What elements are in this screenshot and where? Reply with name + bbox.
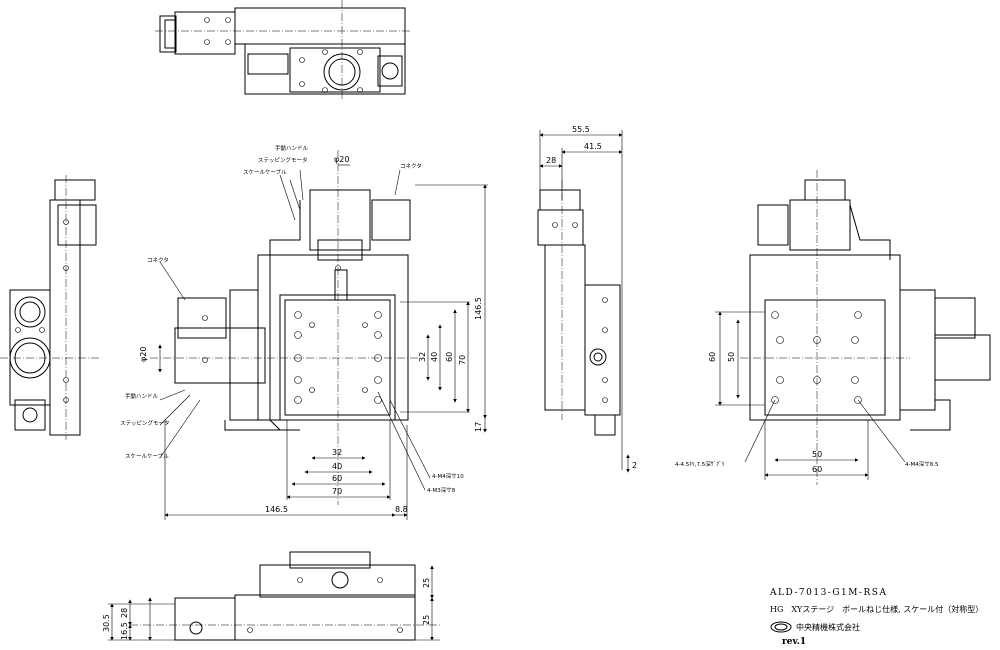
- dim-60-horizontal: 60: [332, 474, 342, 483]
- label-connector: コネクタ: [400, 162, 422, 170]
- dim-17: 17: [474, 422, 483, 432]
- right-view: [715, 170, 991, 485]
- dim-70-horizontal: 70: [332, 487, 342, 496]
- bottom-view: [108, 551, 440, 641]
- dim-phi20-top: φ20: [334, 155, 349, 164]
- label-m4-depth8-5: 4-M4深サ8.5: [905, 460, 939, 468]
- dim-25-a: 25: [422, 578, 431, 588]
- dim-40-horizontal: 40: [332, 462, 342, 471]
- label-counterbore: 4-4.5ｷﾘ,7.5深ｻﾞｸﾞﾘ: [675, 460, 725, 468]
- dim-32-vertical: 32: [418, 352, 427, 362]
- label-scale-cable-left: スケールケーブル: [125, 452, 169, 460]
- dim-60-vertical: 60: [445, 352, 454, 362]
- maker-name: 中央精機株式会社: [796, 622, 860, 632]
- dim-40-vertical: 40: [430, 352, 439, 362]
- label-stepping-motor-left: ステッピングモータ: [120, 419, 170, 427]
- maker-row: 中央精機株式会社: [770, 621, 990, 633]
- label-handle: 手動ハンドル: [275, 144, 309, 152]
- dim-70-vertical: 70: [458, 355, 467, 365]
- side-view: [537, 130, 630, 473]
- dim-28-bottom: 28: [120, 608, 129, 618]
- revision: rev.1: [782, 637, 807, 647]
- dim-28-side: 28: [546, 156, 556, 165]
- product-description: HG XYステージ ボールねじ仕様, スケール付（対称型）: [770, 605, 984, 614]
- main-view: [150, 150, 420, 505]
- label-m3-depth8: 4-M3深サ8: [427, 486, 456, 494]
- dim-30-5: 30.5: [102, 614, 111, 632]
- label-stepping-motor: ステッピングモータ: [258, 156, 308, 164]
- label-m4-depth10: 4-M4深サ10: [432, 472, 464, 480]
- dim-146-5-vertical: 146.5: [474, 297, 483, 320]
- dim-50-right-horizontal: 50: [812, 450, 822, 459]
- label-handle-left: 手動ハンドル: [125, 392, 159, 400]
- dim-55-5: 55.5: [572, 125, 590, 134]
- top-view: [155, 0, 410, 100]
- label-scale-cable: スケールケーブル: [243, 168, 287, 176]
- company-logo-icon: [770, 621, 792, 633]
- dim-41-5: 41.5: [584, 142, 602, 151]
- label-connector-left: コネクタ: [147, 256, 169, 264]
- model-number: ALD-7013-G1M-RSA: [770, 588, 888, 598]
- dim-2: 2: [632, 461, 637, 470]
- dim-60-right-vertical: 60: [708, 352, 717, 362]
- front-view: [0, 175, 100, 440]
- dim-phi20-left: φ20: [139, 347, 148, 362]
- dim-146-5-horizontal: 146.5: [265, 505, 288, 514]
- dim-60-right-horizontal: 60: [812, 465, 822, 474]
- dim-50-right-vertical: 50: [727, 352, 736, 362]
- dim-16-5: 16.5: [120, 622, 129, 640]
- title-block: ALD-7013-G1M-RSA HG XYステージ ボールねじ仕様, スケール…: [770, 588, 990, 647]
- dim-8-8: 8.8: [395, 505, 408, 514]
- dim-25-b: 25: [422, 615, 431, 625]
- dim-32-horizontal: 32: [332, 448, 342, 457]
- dimension-texts: φ20 φ20 146.5 146.5 8.8 17 70 60 40 32 3…: [102, 125, 939, 640]
- main-view-dimensions: [158, 164, 488, 520]
